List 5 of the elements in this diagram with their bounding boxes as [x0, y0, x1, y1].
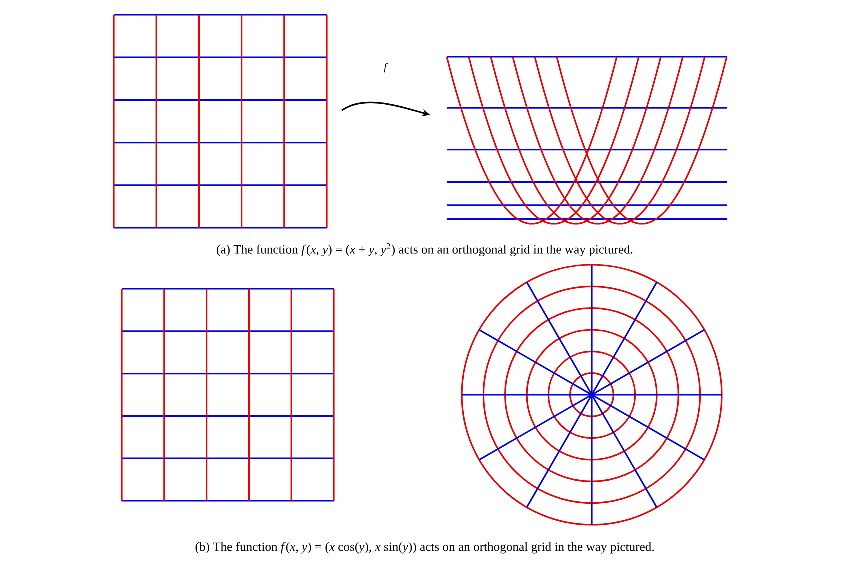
grid-drawing	[113, 14, 328, 229]
caption: (a) The function f(x, y) = (x + y, y$^{2}$) acts on an orthogonal grid in the way pictured.	[217, 244, 633, 256]
caption: (b) The function f(x, y) = (x cos(y), x sin(y)) acts on an orthogonal grid in the way pictured.	[196, 542, 654, 554]
edge-label: f	[384, 63, 388, 73]
grid-drawing	[446, 56, 728, 225]
